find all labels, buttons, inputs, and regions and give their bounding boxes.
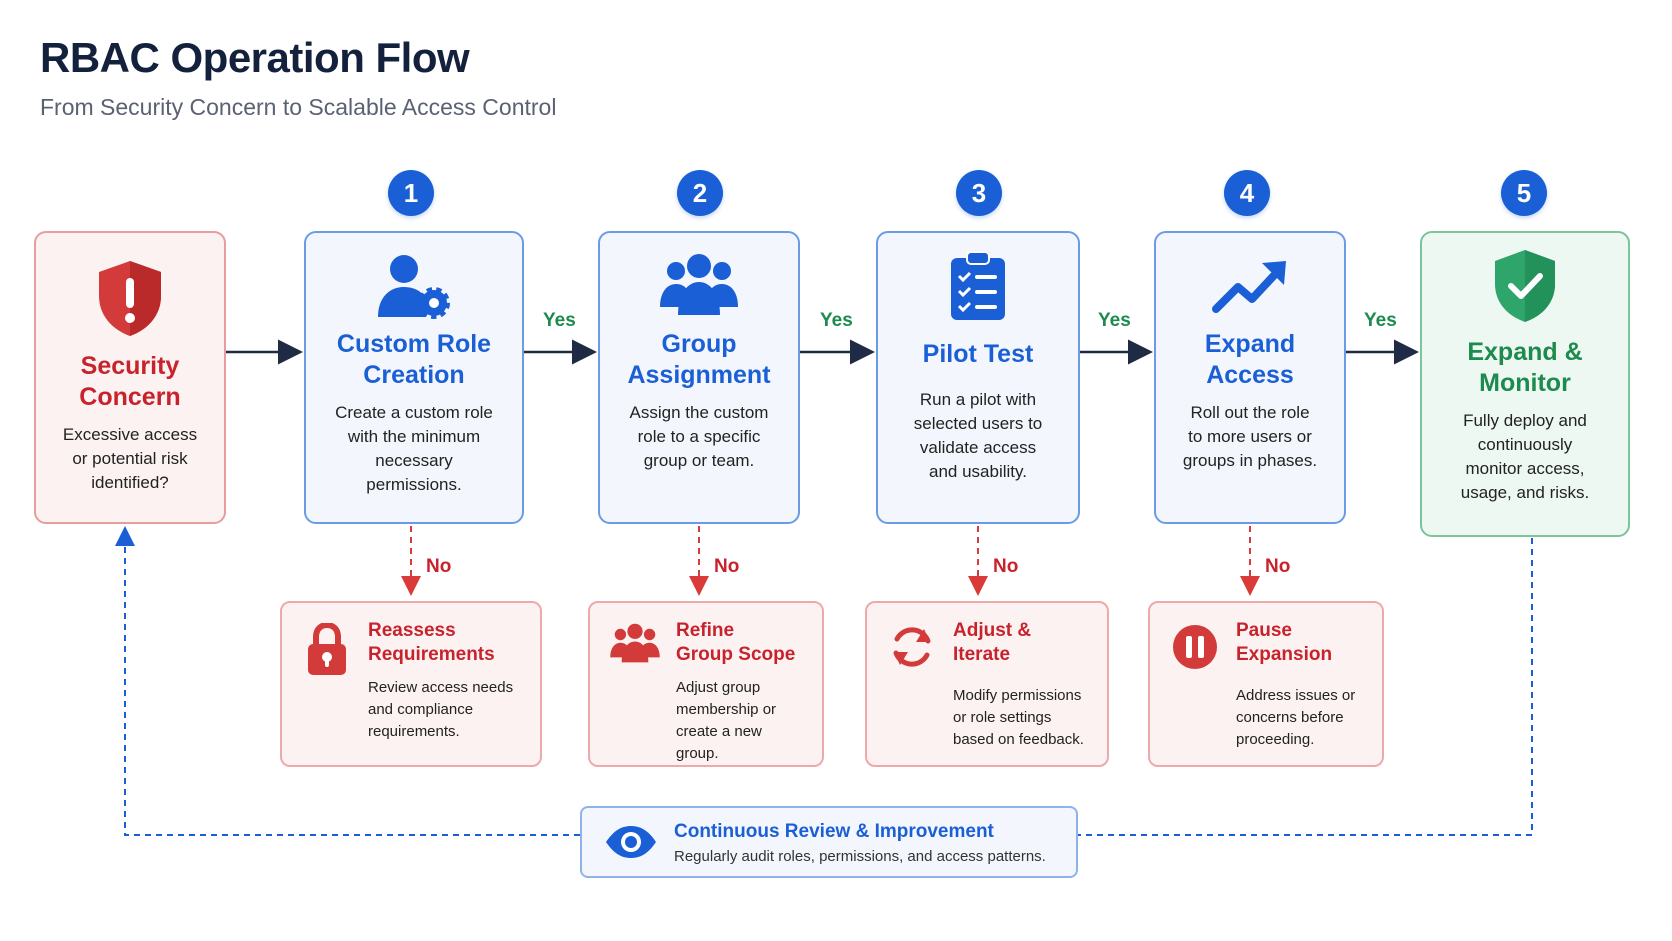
step5-desc-3: monitor access, <box>1465 459 1585 478</box>
step-badge-3: 3 <box>956 170 1002 216</box>
step5-title-1: Expand & <box>1467 338 1583 366</box>
alt3-desc-2: or role settings <box>953 709 1052 726</box>
step-pilot-test: Pilot Test Run a pilot with selected use… <box>876 231 1080 524</box>
alt1-title-1: Reassess <box>368 620 456 641</box>
step3-desc-3: validate access <box>919 438 1037 457</box>
step1-desc-3: necessary <box>375 451 453 470</box>
step3-desc-4: and usability. <box>929 462 1027 481</box>
step-badge-2: 2 <box>677 170 723 216</box>
no-label-4: No <box>1265 556 1291 577</box>
step5-title-2: Monitor <box>1479 369 1571 397</box>
step4-desc-3: groups in phases. <box>1182 451 1318 470</box>
yes-label-3: Yes <box>1098 310 1131 331</box>
alt4-desc-3: proceeding. <box>1236 731 1315 748</box>
step-group-assignment: Group Assignment Assign the custom role … <box>598 231 800 524</box>
step1-desc-1: Create a custom role <box>335 403 493 422</box>
page-title: RBAC Operation Flow <box>40 34 470 81</box>
user-gear-icon <box>374 247 454 325</box>
step-expand-monitor: Expand & Monitor Fully deploy and contin… <box>1420 231 1630 537</box>
step1-title-2: Creation <box>363 361 465 389</box>
yes-label-4: Yes <box>1364 310 1397 331</box>
users-group-icon <box>608 623 662 665</box>
step-expand-access: Expand Access Roll out the role to more … <box>1154 231 1346 524</box>
alt1-desc-2: and compliance <box>368 701 474 718</box>
step2-title-1: Group <box>661 330 737 358</box>
alt3-desc-3: based on feedback. <box>953 731 1084 748</box>
step-badge-4: 4 <box>1224 170 1270 216</box>
step5-desc-2: continuously <box>1477 435 1573 454</box>
alt2-desc-1: Adjust group <box>676 679 761 696</box>
alt-pause-expansion: Pause Expansion Address issues or concer… <box>1148 601 1384 767</box>
alt-refine-group-scope: Refine Group Scope Adjust group membersh… <box>588 601 824 767</box>
step3-title-1: Pilot Test <box>922 340 1034 368</box>
alt4-desc-2: concerns before <box>1236 709 1344 726</box>
alt2-desc-2: membership or <box>676 701 777 718</box>
alt3-desc-1: Modify permissions <box>953 687 1082 704</box>
alt3-title-1: Adjust & Iterate <box>953 620 1032 665</box>
alt-reassess-requirements: Reassess Requirements Review access need… <box>280 601 542 767</box>
feedback-loop-left <box>115 526 580 836</box>
alt1-title-2: Requirements <box>368 644 495 665</box>
no-label-1: No <box>426 556 452 577</box>
shield-check-icon <box>1492 247 1558 325</box>
step4-title-1: Expand <box>1204 330 1296 358</box>
step3-desc-1: Run a pilot with <box>919 390 1037 409</box>
refresh-icon <box>885 623 939 671</box>
alt-adjust-iterate: Adjust & Iterate Modify permissions or r… <box>865 601 1109 767</box>
yes-label-2: Yes <box>820 310 853 331</box>
step1-title-1: Custom Role <box>336 330 492 358</box>
review-title: Continuous Review & Improvement <box>674 820 994 842</box>
security-concern-box: Security Concern Excessive access or pot… <box>34 231 226 524</box>
step1-desc-4: permissions. <box>366 475 462 494</box>
step1-desc-2: with the minimum <box>347 427 481 446</box>
lock-icon <box>300 623 354 677</box>
security-concern-desc-2: or potential risk <box>72 449 188 468</box>
step-badge-1: 1 <box>388 170 434 216</box>
pause-icon <box>1168 623 1222 671</box>
shield-alert-icon <box>95 259 165 337</box>
step2-desc-3: group or team. <box>643 451 755 470</box>
alt1-desc-1: Review access needs <box>368 679 514 696</box>
alt2-title-2: Group Scope <box>676 644 796 665</box>
users-group-icon <box>658 247 740 325</box>
review-desc: Regularly audit roles, permissions, and … <box>674 847 1046 865</box>
step4-desc-2: to more users or <box>1188 427 1312 446</box>
alt2-title-1: Refine <box>676 620 735 641</box>
security-concern-desc-1: Excessive access <box>62 425 198 444</box>
alt2-desc-3: create a new group. <box>676 723 762 762</box>
alt4-desc-1: Address issues or <box>1236 687 1356 704</box>
step4-desc-1: Roll out the role <box>1190 403 1310 422</box>
eye-icon <box>602 825 660 859</box>
security-concern-desc-3: identified? <box>91 473 169 492</box>
step4-title-2: Access <box>1206 361 1294 389</box>
step5-desc-1: Fully deploy and <box>1463 411 1587 430</box>
step2-title-2: Assignment <box>627 361 771 389</box>
step-badge-5: 5 <box>1501 170 1547 216</box>
no-label-2: No <box>714 556 740 577</box>
step2-desc-2: role to a specific <box>637 427 761 446</box>
step-custom-role-creation: Custom Role Creation Create a custom rol… <box>304 231 524 524</box>
no-label-3: No <box>993 556 1019 577</box>
clipboard-checklist-icon <box>948 247 1008 325</box>
security-concern-title-1: Security <box>80 352 180 380</box>
step5-desc-4: usage, and risks. <box>1460 483 1590 502</box>
step2-desc-1: Assign the custom <box>629 403 769 422</box>
alt4-title-1: Pause Expansion <box>1236 620 1333 665</box>
yes-label-1: Yes <box>543 310 576 331</box>
alt1-desc-3: requirements. <box>368 723 460 740</box>
step3-desc-2: selected users to <box>913 414 1043 433</box>
feedback-loop-right <box>1078 538 1533 836</box>
page-subtitle: From Security Concern to Scalable Access… <box>40 94 557 120</box>
trend-up-icon <box>1212 247 1288 325</box>
security-concern-title-2: Concern <box>79 383 181 411</box>
continuous-review-box: Continuous Review & Improvement Regularl… <box>580 806 1078 878</box>
